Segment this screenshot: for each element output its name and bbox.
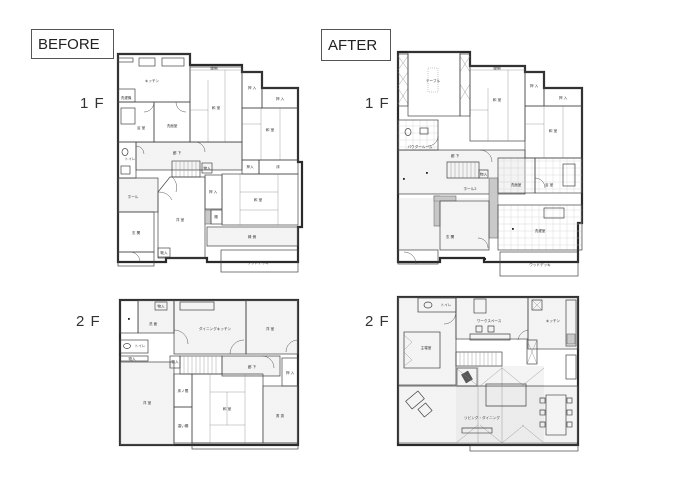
- svg-text:洋 室: 洋 室: [176, 217, 185, 222]
- svg-text:和 室: 和 室: [254, 197, 263, 202]
- svg-text:押 入: 押 入: [286, 370, 295, 375]
- svg-text:物入: 物入: [171, 359, 179, 364]
- svg-text:廊 下: 廊 下: [248, 364, 257, 369]
- svg-text:縁 側: 縁 側: [248, 234, 257, 239]
- svg-text:洗濯機: 洗濯機: [121, 95, 132, 100]
- svg-text:玄 関: 玄 関: [132, 230, 141, 235]
- svg-text:リビング・ダイニング: リビング・ダイニング: [464, 415, 500, 420]
- before-1f-plan: キッチン 洗濯機 浴 室 洗面室 縁側 和 室 押 入 押 入 和 室 廊 下: [116, 52, 304, 273]
- svg-text:靴入: 靴入: [160, 250, 168, 255]
- svg-text:物入: 物入: [157, 304, 165, 309]
- after-2f-label: 2 F: [365, 313, 390, 330]
- svg-text:縁側: 縁側: [210, 66, 218, 71]
- svg-text:トイレ: トイレ: [135, 344, 146, 348]
- after-1f-plan: テーブル パウダールーム 縁側 和 室 押 入 押 入 和 室 廊 下 ホール2: [396, 50, 584, 277]
- svg-text:違い棚: 違い棚: [178, 423, 189, 428]
- svg-text:棚: 棚: [214, 214, 218, 219]
- svg-text:廊 下: 廊 下: [173, 150, 182, 155]
- after-1f-label: 1 F: [365, 95, 390, 112]
- before-2f-plan: 物入 洗 面 トイレ 物入 ダイニングキッチン 洋 室 物入 廊: [118, 298, 300, 450]
- svg-text:洗 面: 洗 面: [149, 321, 158, 326]
- svg-text:押 入: 押 入: [530, 83, 539, 88]
- svg-text:キッチン: キッチン: [546, 318, 561, 323]
- svg-text:ダイニングキッチン: ダイニングキッチン: [199, 326, 232, 331]
- svg-text:押 入: 押 入: [248, 85, 257, 90]
- svg-text:書 斎: 書 斎: [276, 413, 285, 418]
- svg-text:トイレ: トイレ: [441, 303, 452, 307]
- svg-text:廊 下: 廊 下: [451, 153, 460, 158]
- svg-text:物入: 物入: [128, 356, 136, 361]
- svg-text:押 入: 押 入: [276, 96, 285, 101]
- room-kitchen: キッチン: [145, 78, 160, 83]
- after-2f-plan: トイレ 主寝室 ワークスペース キッチン: [396, 295, 580, 452]
- svg-text:洗濯室: 洗濯室: [535, 228, 546, 233]
- svg-text:パウダールーム: パウダールーム: [407, 144, 432, 149]
- svg-text:縁側: 縁側: [493, 66, 501, 71]
- svg-text:主寝室: 主寝室: [421, 345, 432, 350]
- svg-text:押入: 押入: [246, 164, 254, 169]
- svg-text:浴 室: 浴 室: [137, 125, 146, 130]
- svg-text:和 室: 和 室: [266, 127, 275, 132]
- svg-text:床ノ間: 床ノ間: [178, 388, 189, 393]
- svg-text:物入: 物入: [480, 172, 488, 177]
- svg-text:和 室: 和 室: [223, 406, 232, 411]
- svg-text:洋 室: 洋 室: [266, 326, 275, 331]
- svg-text:洗面室: 洗面室: [167, 123, 178, 128]
- after-label: AFTER: [321, 29, 391, 61]
- svg-text:玄 関: 玄 関: [446, 234, 455, 239]
- before-2f-label: 2 F: [76, 313, 101, 330]
- svg-text:ホール2: ホール2: [463, 186, 476, 191]
- svg-text:洋 室: 洋 室: [143, 400, 152, 405]
- svg-text:和 室: 和 室: [493, 97, 502, 102]
- svg-text:トイレ: トイレ: [125, 157, 136, 161]
- svg-text:ウッドデッキ: ウッドデッキ: [247, 260, 269, 265]
- before-1f-label: 1 F: [80, 95, 105, 112]
- svg-text:ワークスペース: ワークスペース: [477, 318, 502, 323]
- svg-text:和 室: 和 室: [212, 105, 221, 110]
- svg-text:物入: 物入: [203, 166, 211, 171]
- svg-text:ホール: ホール: [128, 194, 139, 199]
- svg-text:押 入: 押 入: [559, 95, 568, 100]
- svg-text:ウッドデッキ: ウッドデッキ: [529, 262, 551, 267]
- svg-text:押 入: 押 入: [209, 189, 218, 194]
- before-label: BEFORE: [31, 29, 114, 59]
- svg-text:和 室: 和 室: [549, 128, 558, 133]
- svg-text:テーブル: テーブル: [426, 78, 441, 83]
- svg-text:洗面室: 洗面室: [511, 182, 522, 187]
- svg-text:床: 床: [276, 164, 280, 169]
- svg-text:浴 室: 浴 室: [545, 182, 554, 187]
